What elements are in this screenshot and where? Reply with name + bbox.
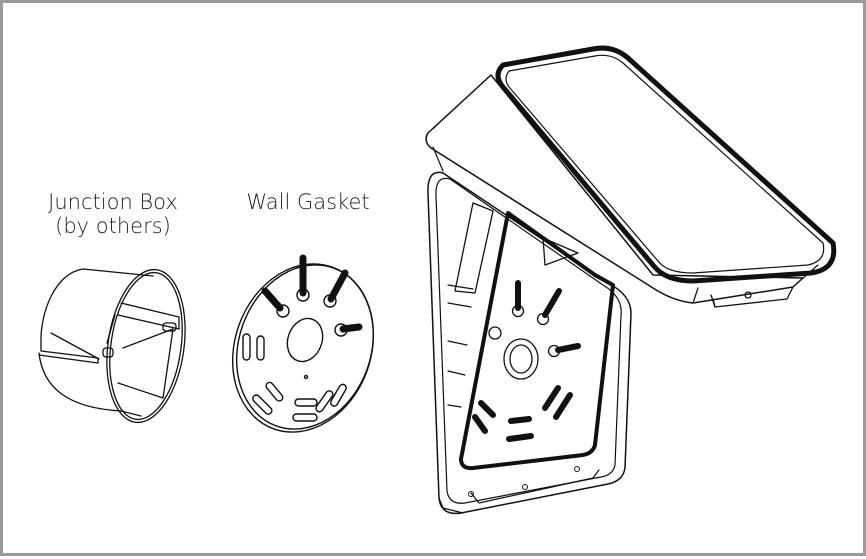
- wall-gasket-label: Wall Gasket: [246, 190, 370, 214]
- junction-box-illustration: [38, 268, 186, 424]
- wall-gasket-illustration: [231, 254, 375, 433]
- junction-box-label-line2: (by others): [55, 214, 171, 238]
- weatherproof-cover-illustration: [425, 45, 837, 515]
- junction-box-label-line1: Junction Box: [48, 190, 178, 214]
- junction-box-label: Junction Box (by others): [33, 190, 193, 238]
